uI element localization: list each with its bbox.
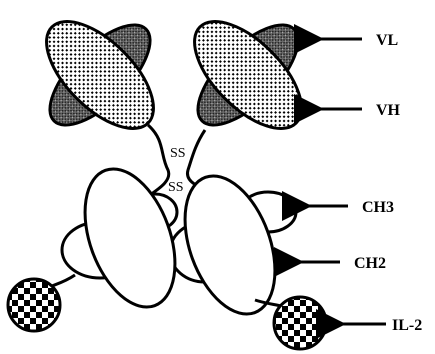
left-hinge-linker: [148, 125, 169, 195]
right-variable-domain: [177, 4, 320, 147]
right-il2-domain: [274, 297, 326, 349]
left-il2-domain: [8, 279, 60, 331]
vh-label: VH: [376, 102, 401, 119]
vl-label: VL: [376, 32, 398, 49]
il2-annotation: IL-2: [340, 317, 422, 334]
right-vh-domain: [177, 4, 320, 147]
ch3-label: CH3: [362, 199, 394, 216]
ss-bond-upper: SS: [170, 146, 186, 161]
vh-annotation: VH: [318, 102, 401, 119]
il2-label: IL-2: [392, 317, 422, 334]
vl-annotation: VL: [318, 32, 398, 49]
ch2-annotation: CH2: [298, 255, 386, 272]
ch3-annotation: CH3: [306, 199, 394, 216]
ss-bond-lower: SS: [168, 180, 184, 195]
ch2-label: CH2: [354, 255, 386, 272]
